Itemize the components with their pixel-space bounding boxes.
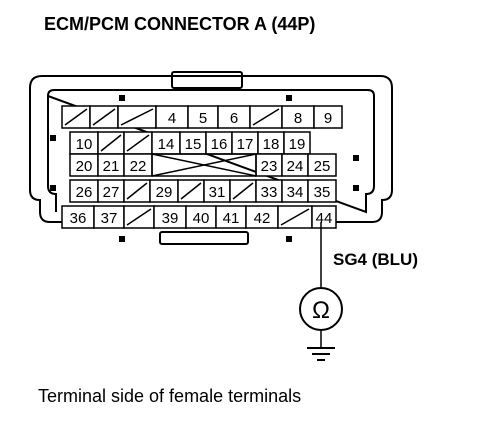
terminal-number: 14 [158,136,175,153]
empty-slot-slash [126,182,148,200]
terminal-number: 44 [316,210,333,227]
terminal-number: 42 [254,210,271,227]
terminal-number: 29 [156,184,173,201]
terminal-number: 27 [103,184,120,201]
terminal-15: 15 [179,131,207,155]
terminal-number: 34 [287,184,304,201]
terminal-number: 39 [162,210,179,227]
terminal-empty [177,179,205,203]
empty-slot-slash [100,134,122,152]
terminal-37: 37 [93,205,125,229]
connector-terminals: 4 5 6 8 9 10 14 15 16 17 18 19 20 21 22 23 24 25 26 27 29 31 3… [61,105,343,229]
terminal-10: 10 [69,131,99,155]
terminal-number: 33 [261,184,278,201]
terminal-29: 29 [149,179,179,203]
terminal-26: 26 [69,179,99,203]
terminal-31: 31 [203,179,231,203]
ohmmeter-icon: Ω [299,287,343,331]
terminal-5: 5 [187,105,219,129]
terminal-number: 9 [324,110,332,127]
terminal-number: 8 [294,110,302,127]
probe-label: SG4 (BLU) [333,250,418,269]
locking-tabs [50,95,359,242]
empty-slot-slash [64,108,88,126]
terminal-22: 22 [123,153,153,177]
terminal-number: 40 [193,210,210,227]
terminal-36: 36 [61,205,95,229]
terminal-39: 39 [153,205,187,229]
terminal-33: 33 [255,179,283,203]
terminal-empty [89,105,119,129]
terminal-number: 20 [76,158,93,175]
ground-icon [307,347,335,361]
terminal-number: 35 [314,184,331,201]
terminal-18: 18 [257,131,285,155]
terminal-41: 41 [215,205,247,229]
terminal-empty [123,179,151,203]
terminal-8: 8 [281,105,315,129]
terminal-40: 40 [185,205,217,229]
terminal-27: 27 [97,179,125,203]
terminal-9: 9 [313,105,343,129]
terminal-number: 4 [168,110,176,127]
terminal-empty [61,105,91,129]
terminal-number: 21 [103,158,120,175]
terminal-21: 21 [97,153,125,177]
terminal-number: 25 [314,158,331,175]
terminal-empty [97,131,125,155]
terminal-34: 34 [281,179,309,203]
terminal-44: 44 [311,205,337,229]
terminal-14: 14 [151,131,181,155]
terminal-16: 16 [205,131,233,155]
terminal-number: 31 [209,184,226,201]
terminal-number: 24 [287,158,304,175]
empty-slot-slash [120,108,154,126]
empty-slot-slash [126,208,152,226]
terminal-number: 36 [70,210,87,227]
terminal-empty [249,105,283,129]
blocked-region [151,153,257,177]
empty-slot-slash [92,108,116,126]
terminal-number: 17 [237,136,254,153]
terminal-20: 20 [69,153,99,177]
terminal-19: 19 [283,131,311,155]
empty-slot-slash [252,108,280,126]
terminal-number: 16 [211,136,228,153]
terminal-25: 25 [307,153,337,177]
terminal-empty [229,179,257,203]
terminal-number: 5 [199,110,207,127]
terminal-number: 41 [223,210,240,227]
terminal-number: 15 [185,136,202,153]
terminal-number: 37 [101,210,118,227]
terminal-23: 23 [255,153,283,177]
terminal-number: 26 [76,184,93,201]
terminal-empty [277,205,313,229]
empty-slot-slash [280,208,310,226]
empty-slot-slash [126,134,150,152]
terminal-number: 19 [289,136,306,153]
terminal-24: 24 [281,153,309,177]
terminal-empty [123,205,155,229]
terminal-number: 22 [130,158,147,175]
terminal-number: 6 [230,110,238,127]
terminal-number: 23 [261,158,278,175]
diagram-caption: Terminal side of female terminals [38,386,302,406]
terminal-4: 4 [155,105,189,129]
terminal-42: 42 [245,205,279,229]
terminal-empty [117,105,157,129]
empty-slot-slash [180,182,202,200]
ohm-symbol: Ω [312,297,330,324]
terminal-number: 18 [263,136,280,153]
connector-housing [29,71,393,245]
terminal-6: 6 [217,105,251,129]
terminal-empty [123,131,153,155]
connector-title: ECM/PCM CONNECTOR A (44P) [44,14,316,34]
empty-slot-slash [232,182,254,200]
terminal-17: 17 [231,131,259,155]
terminal-number: 10 [76,136,93,153]
terminal-35: 35 [307,179,337,203]
